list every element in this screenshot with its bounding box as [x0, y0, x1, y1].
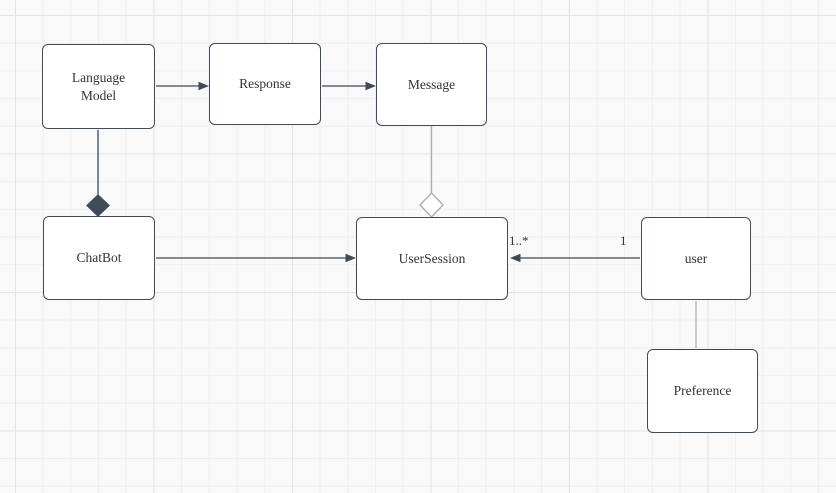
node-message[interactable]: Message [376, 43, 487, 126]
node-response[interactable]: Response [209, 43, 321, 125]
edge-user-to-usersession[interactable] [510, 253, 640, 263]
arrowhead-icon [365, 81, 376, 91]
node-label: user [684, 250, 708, 266]
edge-language-model-to-response[interactable] [156, 81, 209, 91]
edge-response-to-message[interactable] [322, 81, 376, 91]
arrowhead-icon [510, 253, 521, 263]
aggregation-diamond-icon [419, 192, 444, 218]
multiplicity-label-user: 1 [620, 233, 627, 248]
composition-diamond-icon [86, 194, 110, 217]
node-label: Language Model [71, 69, 126, 103]
node-preference[interactable]: Preference [647, 349, 758, 433]
node-label: ChatBot [76, 250, 122, 266]
multiplicity-label-usersession: 1..* [509, 233, 529, 248]
node-usersession[interactable]: UserSession [356, 217, 508, 300]
node-chatbot[interactable]: ChatBot [43, 216, 155, 300]
node-label: Message [407, 76, 456, 92]
edge-language-model-to-chatbot-composition[interactable] [86, 130, 110, 217]
node-label: UserSession [398, 250, 466, 266]
edge-chatbot-to-usersession[interactable] [156, 253, 356, 263]
arrowhead-icon [345, 253, 356, 263]
edge-message-to-usersession-aggregation[interactable] [419, 126, 444, 218]
arrowhead-icon [198, 81, 209, 91]
node-label: Preference [673, 383, 732, 399]
node-user[interactable]: user [641, 217, 751, 300]
node-label: Response [239, 76, 291, 92]
node-language-model[interactable]: Language Model [42, 44, 155, 129]
